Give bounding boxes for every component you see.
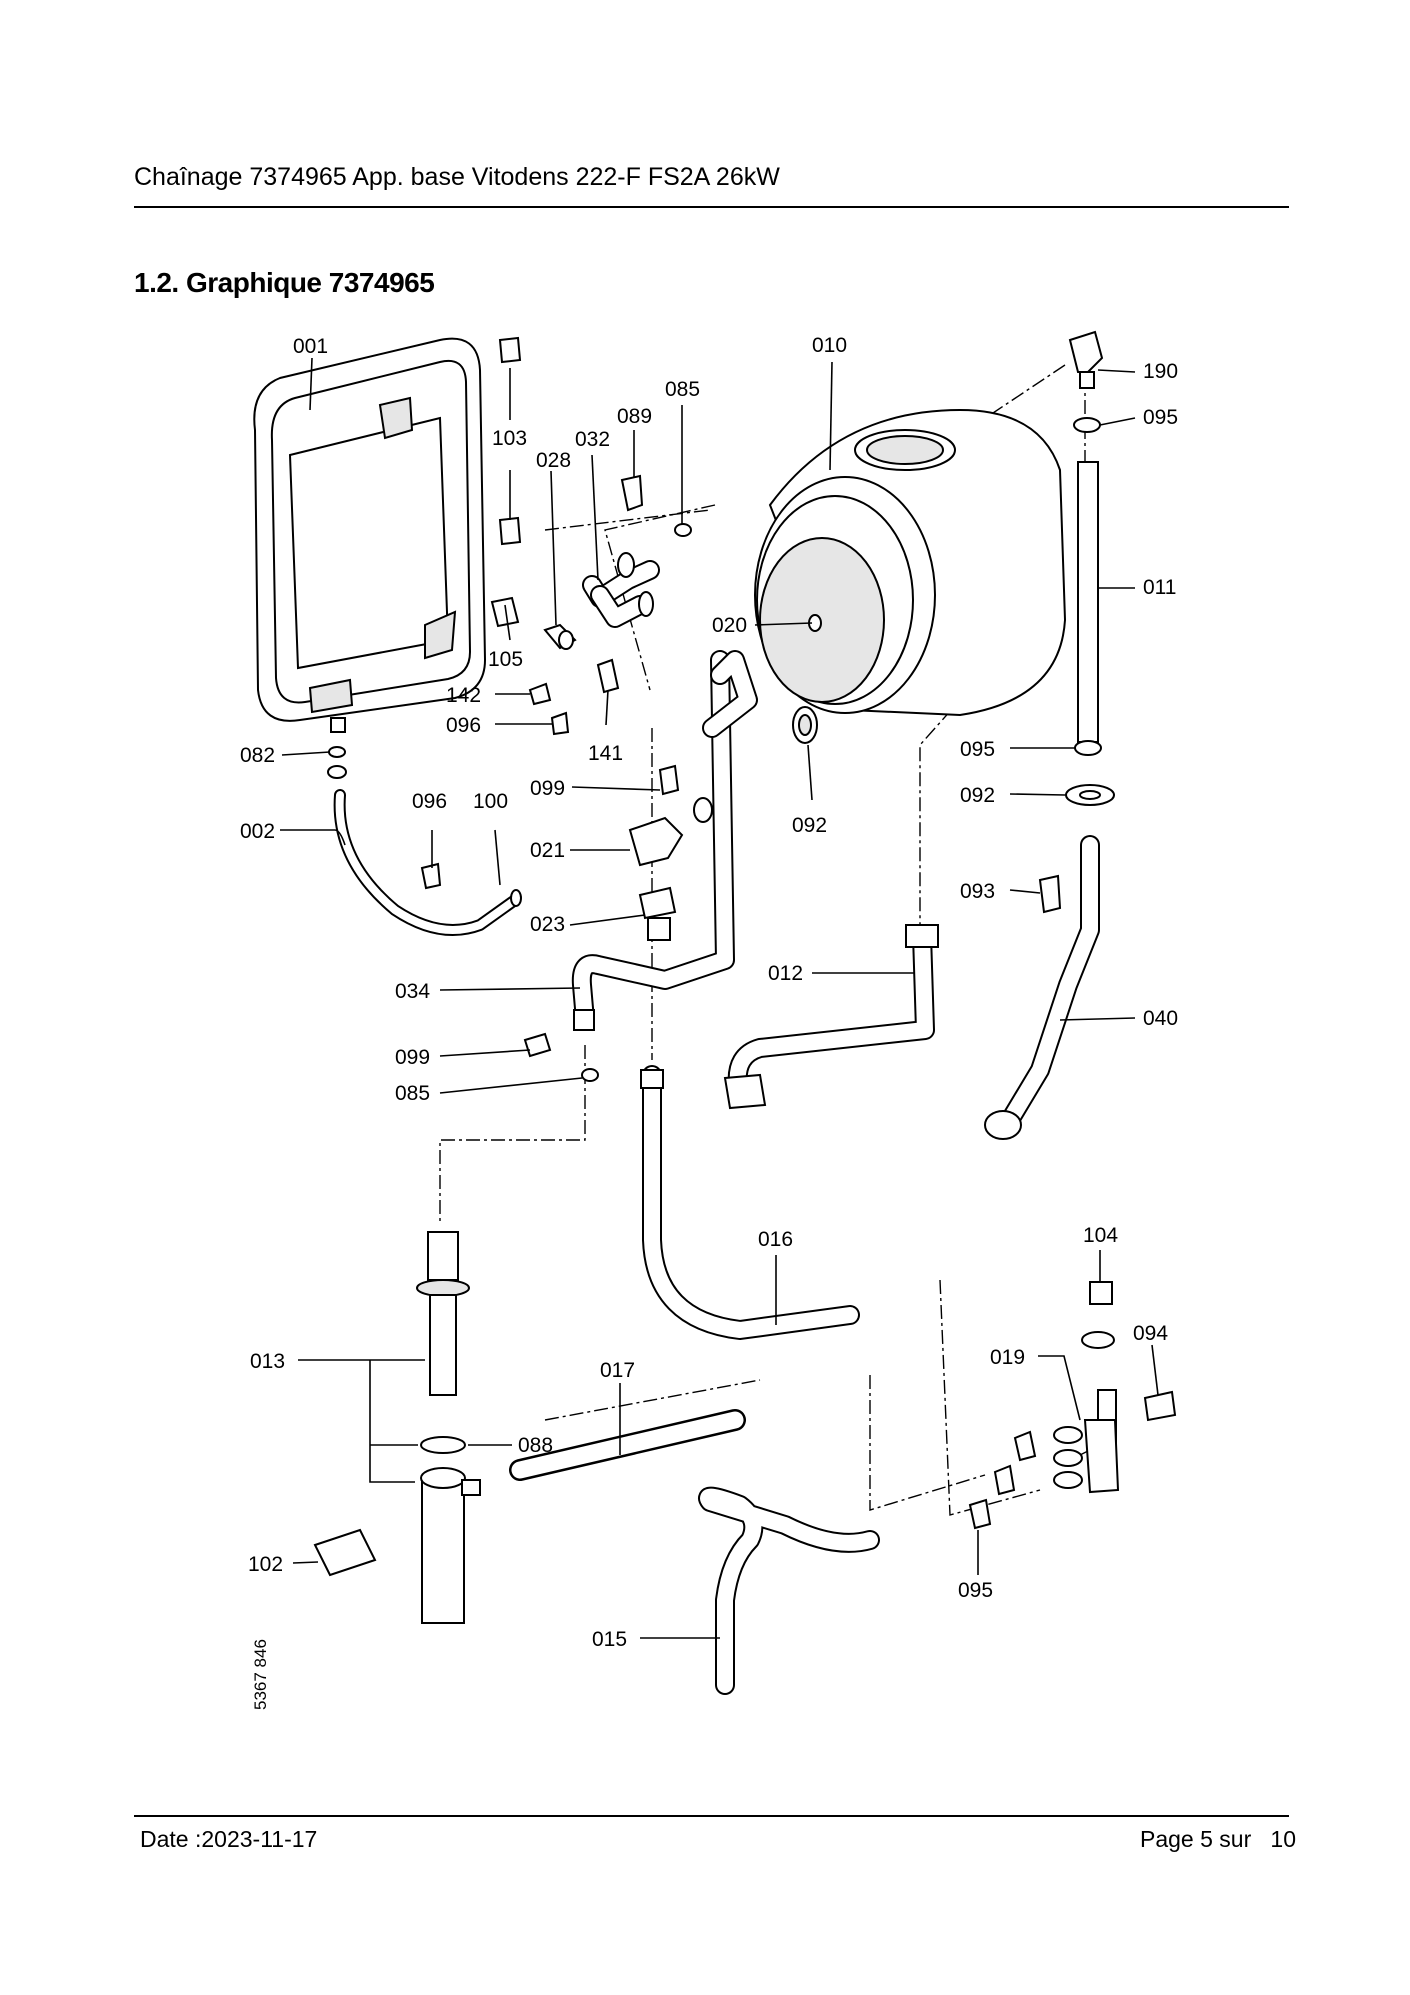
ring-085-low xyxy=(581,1068,599,1082)
part-label-092-a: 092 xyxy=(792,814,827,837)
ring-085-top xyxy=(674,523,692,537)
clamp-095-mid xyxy=(1074,740,1102,756)
part-label-002: 002 xyxy=(240,820,275,843)
cap-104 xyxy=(1089,1281,1113,1305)
part-label-082: 082 xyxy=(240,744,275,767)
valve-021 xyxy=(628,797,713,867)
part-label-015: 015 xyxy=(592,1628,627,1651)
clip-099-low xyxy=(523,1032,552,1058)
expansion-vessel-001 xyxy=(253,337,487,779)
pipe-012 xyxy=(723,924,939,1110)
siphon-013 xyxy=(416,1231,481,1624)
part-label-100: 100 xyxy=(473,790,508,813)
pipe-034 xyxy=(571,650,758,1031)
fitting-028 xyxy=(543,623,577,650)
document-title: Chaînage 7374965 App. base Vitodens 222-… xyxy=(134,163,780,191)
clip-141 xyxy=(596,658,620,694)
part-label-096-b: 096 xyxy=(412,790,447,813)
footer-divider xyxy=(134,1815,1289,1817)
pipe-040 xyxy=(984,835,1100,1140)
part-label-088: 088 xyxy=(518,1434,553,1457)
section-heading: 1.2. Graphique 7374965 xyxy=(134,267,435,298)
footer-date: Date :2023-11-17 xyxy=(140,1826,318,1852)
part-label-040: 040 xyxy=(1143,1007,1178,1030)
part-label-105: 105 xyxy=(488,648,523,671)
part-label-013: 013 xyxy=(250,1350,285,1373)
part-label-011: 011 xyxy=(1143,576,1176,599)
part-label-016: 016 xyxy=(758,1228,793,1251)
hose-015 xyxy=(698,1486,880,1695)
part-label-028: 028 xyxy=(536,449,571,472)
part-label-021: 021 xyxy=(530,839,565,862)
page-number: Page 5 sur 10 xyxy=(1140,1826,1296,1852)
elbow-190 xyxy=(1068,330,1104,389)
part-label-190: 190 xyxy=(1143,360,1178,383)
part-label-095-a: 095 xyxy=(1143,406,1178,429)
part-label-096-a: 096 xyxy=(446,714,481,737)
part-label-141: 141 xyxy=(588,742,623,765)
drawing-number: 5367 846 xyxy=(251,1639,270,1710)
heat-exchanger-010 xyxy=(754,408,1067,717)
hose-017 xyxy=(509,1409,746,1481)
clip-094 xyxy=(1143,1390,1177,1422)
part-label-142: 142 xyxy=(446,684,481,707)
part-label-099-a: 099 xyxy=(530,777,565,800)
part-label-001: 001 xyxy=(293,335,328,358)
part-label-085-b: 085 xyxy=(395,1082,430,1105)
part-label-095-b: 095 xyxy=(960,738,995,761)
part-label-017: 017 xyxy=(600,1359,635,1382)
part-label-093: 093 xyxy=(960,880,995,903)
header-divider xyxy=(134,206,1289,208)
part-label-012: 012 xyxy=(768,962,803,985)
plug-105 xyxy=(490,596,520,628)
hose-clamps-019 xyxy=(968,1430,1037,1530)
part-label-089: 089 xyxy=(617,405,652,428)
fitting-023 xyxy=(638,886,677,941)
part-label-010: 010 xyxy=(812,334,847,357)
pipe-011 xyxy=(1077,461,1099,743)
clamp-095-top xyxy=(1073,417,1101,433)
manifold-019 xyxy=(1053,1389,1120,1494)
part-label-034: 034 xyxy=(395,980,430,1003)
part-label-102: 102 xyxy=(248,1553,283,1576)
clip-103-top xyxy=(498,336,522,546)
clip-089 xyxy=(620,474,644,512)
clamp-095-manifold xyxy=(1081,1331,1115,1349)
clip-102 xyxy=(313,1528,377,1577)
pipe-032 xyxy=(582,552,660,628)
part-label-103: 103 xyxy=(492,427,527,450)
plug-142 xyxy=(528,682,552,706)
clip-093 xyxy=(1038,874,1062,914)
part-label-104: 104 xyxy=(1083,1224,1118,1247)
part-label-095-c: 095 xyxy=(958,1579,993,1602)
clip-096-upper xyxy=(550,711,570,736)
seal-092-right xyxy=(1065,784,1115,806)
part-label-094: 094 xyxy=(1133,1322,1168,1345)
part-label-092-b: 092 xyxy=(960,784,995,807)
seal-092-upper xyxy=(792,706,818,744)
part-label-020: 020 xyxy=(712,614,747,637)
part-label-019: 019 xyxy=(990,1346,1025,1369)
part-labels: 001 103 028 032 089 085 010 190 095 011 … xyxy=(240,334,1178,1710)
part-label-023: 023 xyxy=(530,913,565,936)
part-label-032: 032 xyxy=(575,428,610,451)
part-label-085: 085 xyxy=(665,378,700,401)
hose-002 xyxy=(333,789,522,936)
part-label-099-b: 099 xyxy=(395,1046,430,1069)
clip-099-mid xyxy=(658,764,680,796)
hose-016 xyxy=(640,1065,860,1340)
leader-lines xyxy=(280,357,1159,1639)
